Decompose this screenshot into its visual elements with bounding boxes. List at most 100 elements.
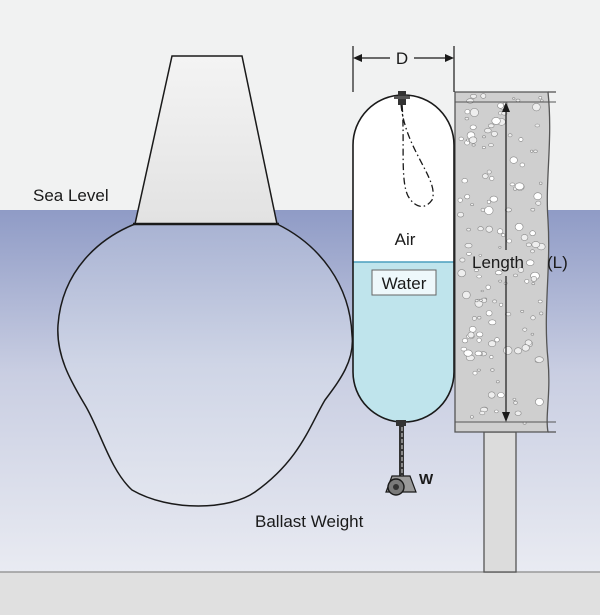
aggregate-pebble — [535, 397, 544, 406]
aggregate-pebble — [476, 331, 484, 338]
aggregate-pebble — [478, 254, 482, 257]
aggregate-pebble — [490, 130, 498, 137]
weight-symbol-label: W — [419, 471, 434, 488]
aggregate-pebble — [526, 259, 535, 266]
aggregate-pebble — [464, 243, 473, 249]
vessel-superstructure — [134, 55, 278, 225]
aggregate-pebble — [515, 98, 521, 102]
aggregate-pebble — [514, 222, 524, 231]
aggregate-pebble — [482, 135, 486, 139]
aggregate-pebble — [520, 309, 525, 313]
aggregate-pebble — [537, 299, 543, 304]
vessel-hull — [57, 223, 354, 507]
aggregate-pebble — [513, 273, 518, 278]
aggregate-pebble — [469, 325, 477, 333]
water-label-box — [371, 269, 437, 296]
length-symbol-label: (L) — [547, 253, 568, 272]
aggregate-pebble — [486, 199, 491, 204]
aggregate-pebble — [524, 278, 530, 284]
aggregate-pebble — [530, 208, 536, 212]
aggregate-pebble — [498, 246, 502, 249]
aggregate-pebble — [495, 380, 500, 384]
aggregate-pebble — [538, 96, 543, 100]
dimension-d-label: D — [396, 49, 408, 68]
aggregate-pebble — [480, 207, 486, 212]
aggregate-pebble — [517, 267, 525, 273]
aggregate-pebble — [520, 234, 529, 241]
ballast-weight — [385, 475, 417, 496]
aggregate-pebble — [488, 319, 497, 326]
aggregate-pebble — [481, 146, 486, 150]
aggregate-pebble — [513, 400, 518, 405]
ballast-chain — [399, 422, 404, 476]
aggregate-pebble — [476, 337, 482, 343]
internal-chain-loop — [400, 103, 434, 207]
aggregate-pebble — [503, 345, 513, 355]
aggregate-pebble — [514, 182, 525, 191]
water-label: Water — [382, 274, 427, 293]
sea-level-label: Sea Level — [33, 186, 109, 205]
aggregate-pebble — [484, 128, 492, 134]
aggregate-pebble — [469, 136, 478, 144]
aggregate-pebble — [469, 108, 479, 118]
aggregate-pebble — [514, 410, 522, 416]
aggregate-pebble — [461, 338, 468, 344]
aggregate-pebble — [466, 98, 475, 104]
aggregate-pebble — [522, 327, 528, 332]
aggregate-pebble — [509, 182, 516, 187]
aggregate-pebble — [457, 197, 463, 203]
aggregate-pebble — [488, 340, 497, 348]
aggregate-pebble — [507, 133, 513, 138]
aggregate-pebble — [478, 299, 483, 302]
aggregate-pebble — [519, 162, 525, 168]
aggregate-pebble — [489, 175, 495, 181]
aggregate-pebble — [494, 409, 499, 414]
aggregate-pebble — [461, 178, 468, 184]
aggregate-pebble — [534, 356, 544, 363]
aggregate-pebble — [482, 173, 489, 179]
aggregate-pebble — [505, 312, 512, 317]
aggregate-pebble — [485, 310, 493, 317]
aggregate-pebble — [480, 289, 484, 293]
aggregate-pebble — [538, 181, 543, 185]
top-swivel-fitting — [394, 91, 410, 105]
aggregate-pebble — [491, 117, 501, 125]
aggregate-pebble — [470, 415, 474, 419]
aggregate-pebble — [497, 392, 505, 398]
aggregate-pebble — [492, 299, 497, 304]
aggregate-pebble — [495, 270, 503, 276]
aggregate-pebble — [530, 249, 535, 254]
aggregate-pebble — [464, 116, 469, 121]
aggregate-pebble — [474, 350, 483, 357]
aggregate-pebble — [480, 93, 487, 99]
dimension-length-marker — [502, 102, 510, 422]
aggregate-pebble — [471, 316, 477, 321]
aggregate-pebble — [486, 169, 492, 175]
aggregate-pebble — [485, 225, 493, 233]
aggregate-pebble — [494, 337, 500, 343]
aggregate-pebble — [512, 397, 517, 401]
aggregate-pebble — [533, 192, 543, 200]
aggregate-pebble — [471, 143, 476, 147]
aggregate-pebble — [509, 156, 518, 164]
dimension-d-marker — [352, 46, 455, 92]
aggregate-pebble — [506, 238, 512, 244]
aggregate-pebble — [490, 368, 495, 372]
aggregate-pebble — [473, 268, 479, 272]
length-label: Length — [472, 253, 524, 272]
aggregate-pebble — [477, 226, 484, 232]
aggregate-pebble — [501, 233, 506, 237]
aggregate-pebble — [489, 355, 494, 359]
aggregate-pebble — [512, 97, 516, 100]
aggregate-pebble — [529, 230, 536, 236]
aggregate-pebble — [534, 123, 540, 128]
aggregate-pebble — [464, 109, 471, 115]
aggregate-pebble — [499, 302, 504, 307]
aggregate-pebble — [532, 102, 541, 112]
ballast-weight-label: Ballast Weight — [255, 512, 364, 531]
sea-bed — [0, 572, 600, 615]
aggregate-pebble — [540, 99, 544, 102]
aggregate-pebble — [469, 124, 477, 130]
